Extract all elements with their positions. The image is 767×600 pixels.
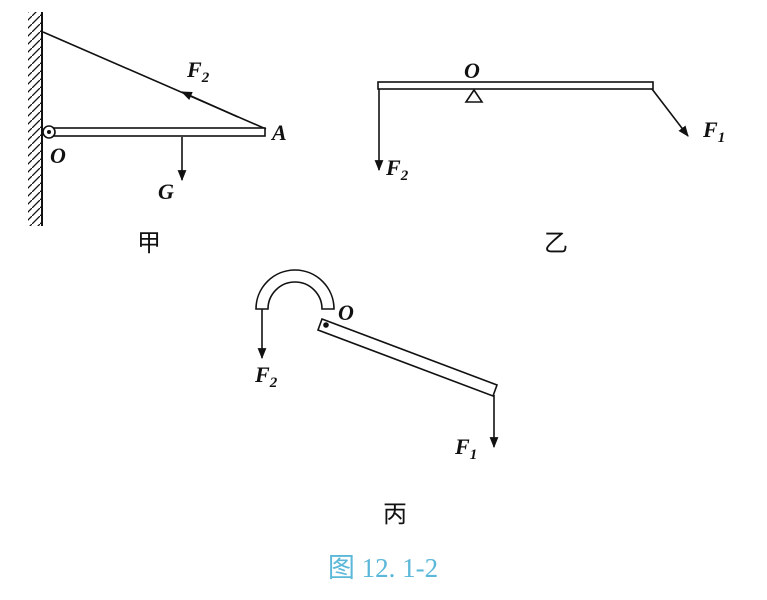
label-f1-yi: F1: [702, 117, 725, 146]
curved-handle: [255, 269, 335, 310]
label-a: A: [270, 120, 287, 145]
force-f1-arrow-yi: [651, 88, 689, 137]
panel-yi: O F2 F1 乙: [374, 58, 725, 257]
label-o-yi: O: [464, 58, 480, 83]
panel-jia: F2 A O G 甲: [28, 12, 287, 257]
lever-bar-oa: [49, 127, 266, 137]
lever-bar-yi: [377, 81, 654, 90]
force-f2-arrow: [180, 91, 239, 118]
pivot-triangle: [464, 88, 484, 103]
panel-title-jia: 甲: [137, 229, 161, 257]
label-f2-yi: F2: [385, 155, 409, 184]
panel-title-bing: 丙: [383, 500, 407, 528]
label-o-bing: O: [338, 300, 354, 325]
pivot-dot-bing: [323, 322, 329, 328]
label-f1-bing: F1: [454, 434, 477, 463]
panel-bing: O F2 F1 丙: [254, 269, 499, 528]
label-o: O: [50, 143, 66, 168]
label-f2-bing: F2: [254, 362, 278, 391]
label-f2: F2: [186, 57, 210, 86]
lever-bar-bing: [316, 317, 499, 398]
label-g: G: [158, 179, 174, 204]
figure-caption: 图 12. 1-2: [328, 553, 438, 583]
wall-hatch: [28, 12, 42, 226]
pivot-dot: [47, 130, 51, 134]
panel-title-yi: 乙: [544, 229, 568, 257]
